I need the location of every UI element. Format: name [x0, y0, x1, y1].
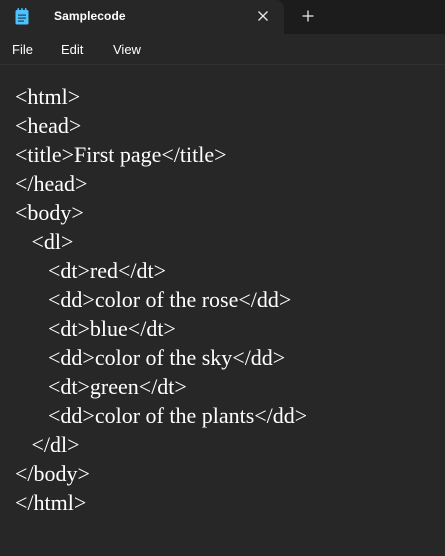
menu-edit[interactable]: Edit [61, 42, 84, 57]
menu-divider [0, 64, 445, 65]
code-line: <head> [15, 113, 82, 138]
close-icon[interactable] [254, 7, 272, 25]
code-line: </html> [15, 490, 87, 515]
tab-title: Samplecode [54, 9, 126, 23]
code-line: <dt>red</dt> [15, 258, 167, 283]
menu-view[interactable]: View [113, 42, 141, 57]
code-line: <dd>color of the rose</dd> [15, 287, 292, 312]
menu-file[interactable]: File [12, 42, 33, 57]
tab-samplecode[interactable]: Samplecode [0, 0, 284, 34]
text-editor[interactable]: <html> <head> <title>First page</title> … [0, 65, 445, 556]
code-line: <dt>green</dt> [15, 374, 187, 399]
code-line: </body> [15, 461, 90, 486]
code-line: <body> [15, 200, 84, 225]
code-line: <dt>blue</dt> [15, 316, 176, 341]
plus-icon[interactable] [299, 7, 317, 25]
code-line: <html> [15, 84, 81, 109]
code-line: <dd>color of the plants</dd> [15, 403, 308, 428]
code-line: <dd>color of the sky</dd> [15, 345, 286, 370]
tab-bar: Samplecode [0, 0, 445, 34]
code-line: <title>First page</title> [15, 142, 227, 167]
code-line: </head> [15, 171, 88, 196]
code-line: </dl> [15, 432, 80, 457]
menu-bar: File Edit View [0, 34, 445, 64]
code-line: <dl> [15, 229, 74, 254]
notepad-icon [15, 8, 29, 25]
